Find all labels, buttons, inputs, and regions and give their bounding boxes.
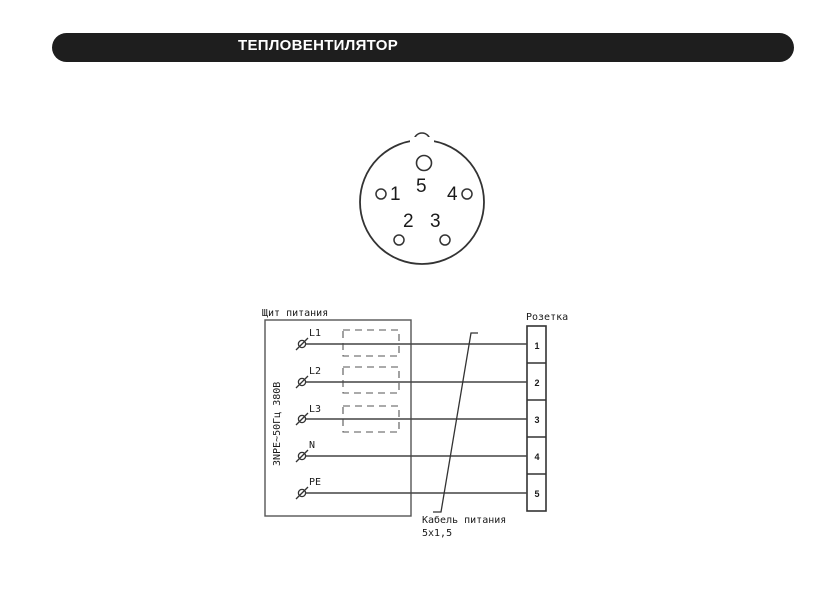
header-bar: ТЕПЛОВЕНТИЛЯТОР <box>52 33 794 62</box>
line-label-l3: L3 <box>309 404 321 415</box>
pin-label-5: 5 <box>416 176 427 197</box>
terminal-number-1: 1 <box>534 341 539 351</box>
line-label-l1: L1 <box>309 328 321 339</box>
socket-title: Розетка <box>526 312 568 323</box>
pin-5-hole <box>415 154 433 172</box>
panel-title: Щит питания <box>262 308 328 319</box>
pin-label-2: 2 <box>403 211 414 232</box>
socket: Розетка <box>526 312 568 512</box>
terminal-number-5: 5 <box>534 489 539 499</box>
pin-label-3: 3 <box>430 211 441 232</box>
wire-row-n: N 4 <box>295 440 540 463</box>
terminal-slash <box>295 449 309 463</box>
connector-notch-mask <box>410 137 434 145</box>
pin-label-4: 4 <box>447 184 458 205</box>
fuse-l2 <box>342 366 400 394</box>
connector: 1 2 3 4 5 <box>359 132 485 265</box>
page-title: ТЕПЛОВЕНТИЛЯТОР <box>238 37 399 54</box>
cable-spec: 5x1,5 <box>422 528 452 539</box>
wire-row-l3: L3 3 <box>295 404 540 426</box>
supply-label: 3NPE~50Гц 380В <box>272 382 283 466</box>
wire-row-l1: L1 1 <box>295 328 540 351</box>
pin-4-hole <box>461 188 473 200</box>
wire-row-pe: PE 5 <box>295 477 540 500</box>
terminal-slash <box>295 412 309 426</box>
terminal-number-2: 2 <box>534 378 539 388</box>
cable-label: Кабель питания <box>422 514 506 526</box>
pin-label-1: 1 <box>390 184 401 205</box>
terminal-slash <box>295 486 309 500</box>
pin-1-hole <box>375 188 387 200</box>
cable-indicator: Кабель питания 5x1,5 <box>422 332 506 539</box>
line-label-pe: PE <box>309 477 321 488</box>
power-panel: Щит питания 3NPE~50Гц 380В <box>262 308 412 517</box>
terminal-slash <box>295 375 309 389</box>
pin-2-hole <box>393 234 405 246</box>
wire-row-l2: L2 2 <box>295 366 540 389</box>
pin-3-hole <box>439 234 451 246</box>
cable-bracket <box>433 332 478 513</box>
terminal-number-4: 4 <box>534 452 539 462</box>
panel-frame <box>264 319 412 517</box>
fuse-l1 <box>342 329 400 357</box>
line-label-n: N <box>309 440 315 451</box>
line-label-l2: L2 <box>309 366 321 377</box>
terminal-number-3: 3 <box>534 415 539 425</box>
terminal-slash <box>295 337 309 351</box>
